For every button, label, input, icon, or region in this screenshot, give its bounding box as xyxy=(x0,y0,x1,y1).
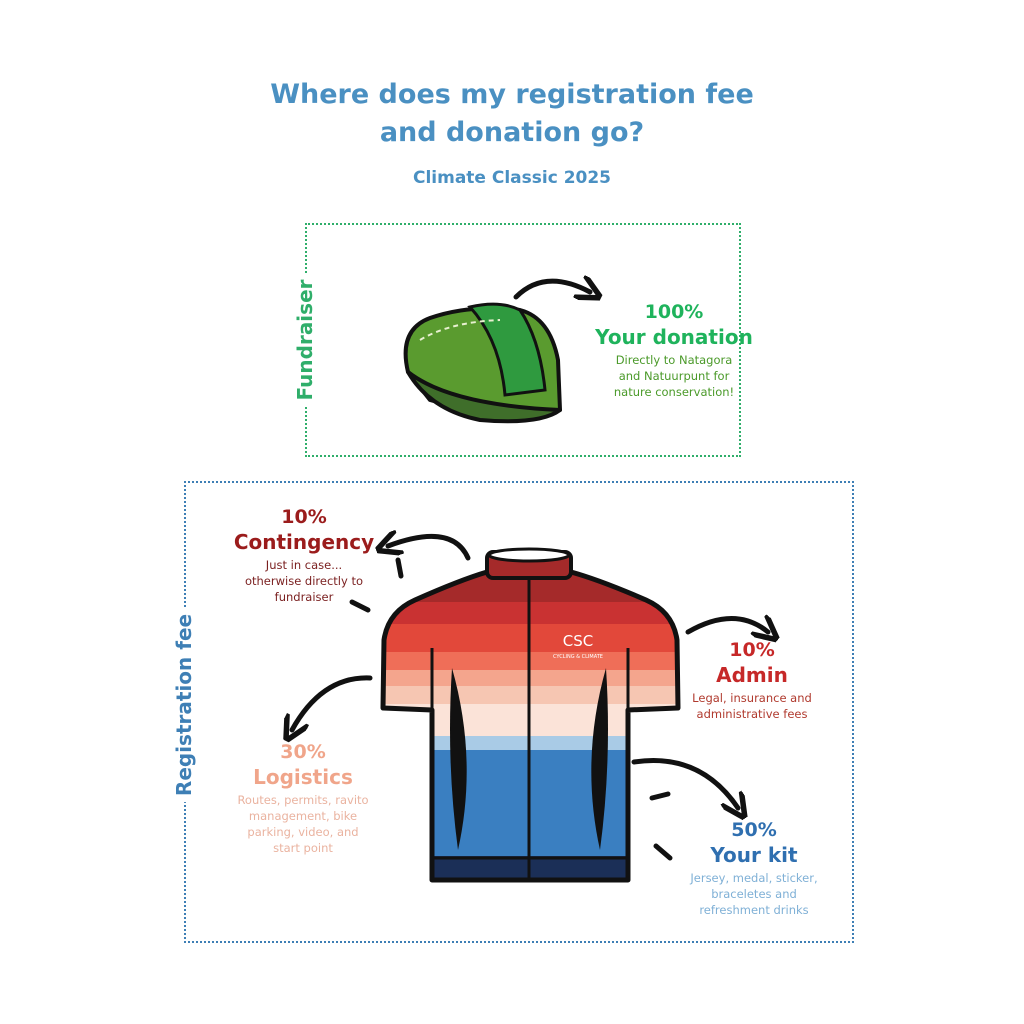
donation-arrow-icon xyxy=(513,281,590,297)
cycling-cap-icon xyxy=(403,302,562,424)
page-subtitle: Climate Classic 2025 xyxy=(412,168,612,188)
logistics-percent: 30% xyxy=(280,741,326,763)
logistics-segment: 30% Logistics Routes, permits, ravito ma… xyxy=(222,740,384,856)
kit-desc-1: Jersey, medal, sticker, xyxy=(690,871,818,885)
contingency-desc-3: fundraiser xyxy=(274,590,334,604)
donation-segment: 100% Your donation Directly to Natagora … xyxy=(560,300,788,400)
admin-desc-2: administrative fees xyxy=(696,707,808,721)
donation-percent: 100% xyxy=(644,301,704,323)
motion-dashes xyxy=(349,557,673,861)
contingency-segment: 10% Contingency Just in case... otherwis… xyxy=(208,505,400,605)
logistics-arrow-icon xyxy=(292,675,373,730)
admin-name: Admin xyxy=(716,663,788,687)
logistics-desc-2: management, bike xyxy=(248,809,358,823)
contingency-desc-2: otherwise directly to xyxy=(244,574,364,588)
kit-percent: 50% xyxy=(731,819,777,841)
kit-desc-3: refreshment drinks xyxy=(699,903,809,917)
jersey-logo-mark: CSC xyxy=(563,632,593,650)
title-line-2: and donation go? xyxy=(379,117,645,148)
logistics-desc-1: Routes, permits, ravito xyxy=(237,793,369,807)
admin-arrow-icon xyxy=(685,619,768,633)
logistics-name: Logistics xyxy=(253,765,353,789)
jersey-logo-tagline: CYCLING & CLIMATE xyxy=(553,654,603,660)
contingency-percent: 10% xyxy=(281,506,327,528)
donation-desc-2: and Natuurpunt for xyxy=(618,369,730,383)
page-title: Where does my registration fee and donat… xyxy=(0,76,1024,152)
logistics-desc-4: start point xyxy=(273,841,333,855)
donation-desc-3: nature conservation! xyxy=(613,385,735,399)
contingency-name: Contingency xyxy=(233,530,375,554)
kit-name: Your kit xyxy=(710,843,798,867)
donation-desc-1: Directly to Natagora xyxy=(615,353,733,367)
cycling-jersey-icon: CSC CYCLING & CLIMATE xyxy=(380,547,681,883)
kit-arrow-icon xyxy=(631,758,738,808)
kit-segment: 50% Your kit Jersey, medal, sticker, bra… xyxy=(676,818,832,918)
kit-desc-2: braceletes and xyxy=(711,887,797,901)
contingency-arrow-icon xyxy=(388,536,471,561)
admin-segment: 10% Admin Legal, insurance and administr… xyxy=(676,638,828,722)
logistics-desc-3: parking, video, and xyxy=(247,825,359,839)
contingency-desc-1: Just in case... xyxy=(265,558,343,572)
admin-percent: 10% xyxy=(729,639,775,661)
admin-desc-1: Legal, insurance and xyxy=(692,691,812,705)
donation-name: Your donation xyxy=(595,325,753,349)
title-line-1: Where does my registration fee xyxy=(270,79,754,110)
